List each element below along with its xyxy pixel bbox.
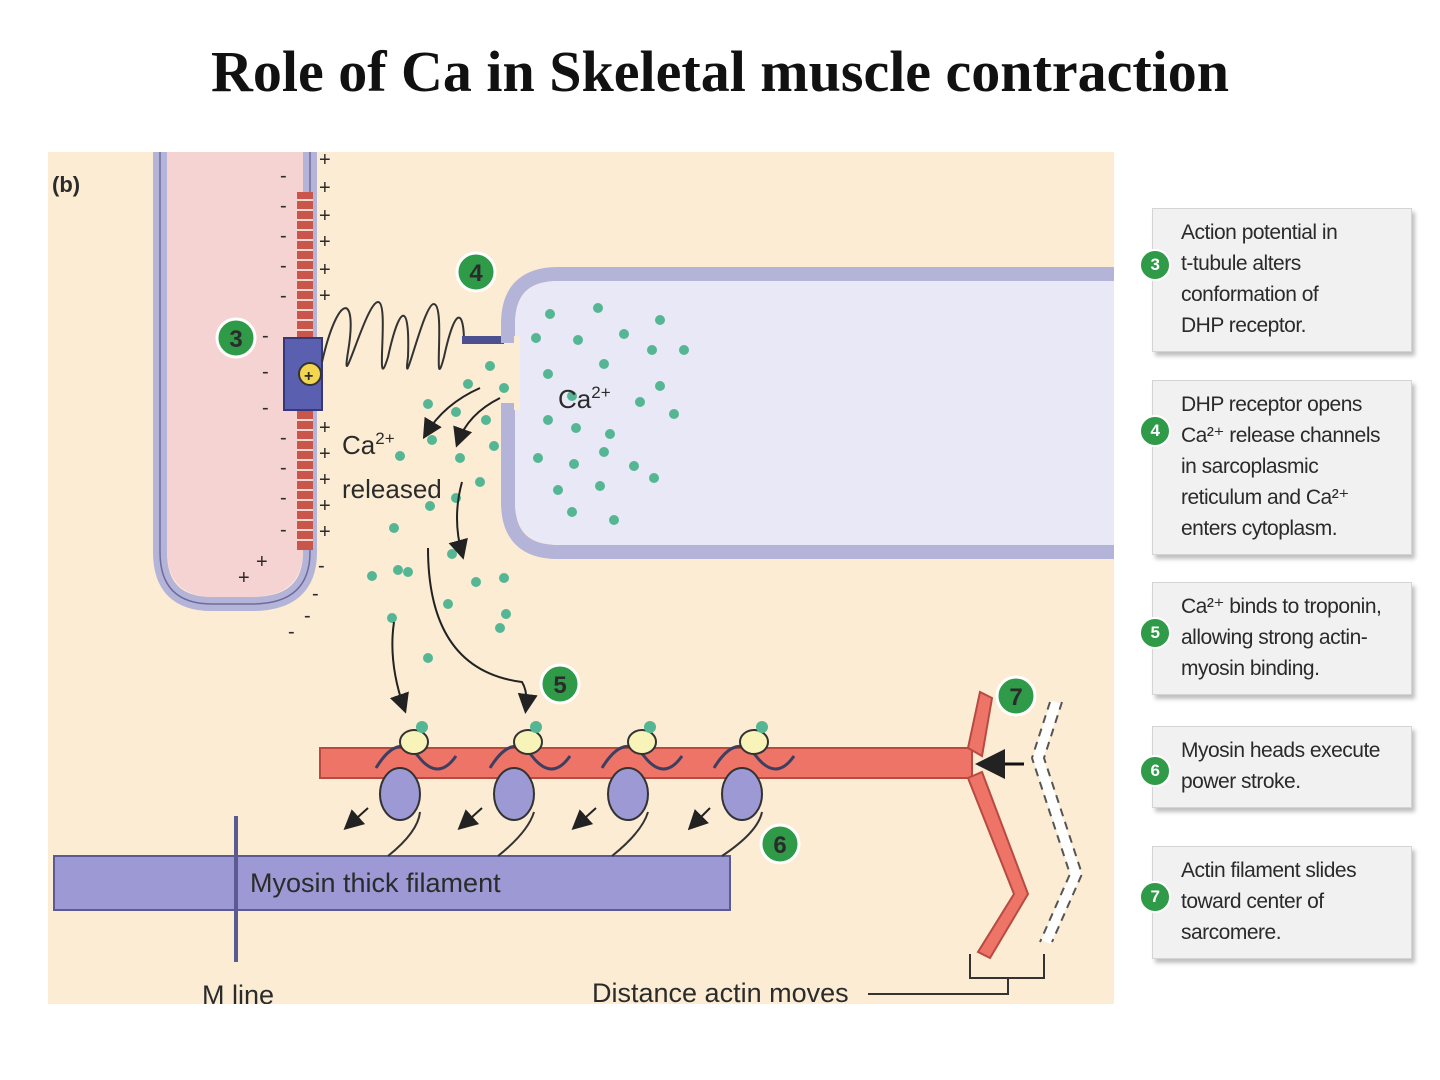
svg-text:+: + [319, 177, 331, 199]
svg-text:5: 5 [553, 672, 566, 699]
receptor-coupling-spring [321, 300, 500, 370]
step-text-line: enters cytoplasm. [1181, 517, 1338, 540]
step-marker-6: 6 [759, 823, 801, 865]
panel-label: (b) [52, 172, 80, 197]
step-badge: 5 [1139, 617, 1171, 649]
troponin-complexes [399, 721, 769, 755]
svg-text:-: - [280, 165, 287, 187]
actin-thin-filament [319, 690, 1030, 960]
svg-text:-: - [312, 583, 319, 605]
step-text-line: toward center of [1181, 890, 1324, 913]
step-marker-5: 5 [539, 663, 581, 705]
step-marker-4: 4 [455, 251, 497, 293]
step-box-3: 3 Action potential in t-tubule alters co… [1139, 208, 1412, 352]
svg-text:+: + [319, 259, 331, 281]
step-text-line: Ca²⁺ release channels [1181, 424, 1381, 447]
svg-text:-: - [304, 605, 311, 627]
svg-text:+: + [319, 469, 331, 491]
svg-text:4: 4 [469, 260, 483, 287]
step-badge: 3 [1139, 249, 1171, 281]
step-text-line: Action potential in [1181, 221, 1338, 244]
step-text-line: in sarcoplasmic [1181, 455, 1319, 478]
step-text-line: myosin binding. [1181, 657, 1320, 680]
svg-text:+: + [304, 368, 313, 385]
svg-text:-: - [262, 397, 269, 419]
myosin-heads [379, 767, 763, 857]
m-line-label: M line [202, 980, 274, 1004]
dhp-receptor: + [283, 337, 323, 411]
svg-text:7: 7 [1009, 684, 1022, 711]
power-stroke-arrows [343, 807, 711, 831]
step-text-line: DHP receptor opens [1181, 393, 1362, 416]
svg-text:-: - [262, 361, 269, 383]
svg-text:-: - [280, 487, 287, 509]
svg-text:-: - [280, 457, 287, 479]
sarcoplasmic-reticulum [501, 267, 1114, 559]
svg-text:+: + [256, 551, 268, 573]
distance-label: Distance actin moves [592, 978, 849, 1004]
previous-actin-position [1032, 700, 1082, 945]
svg-text:+: + [319, 231, 331, 253]
svg-text:+: + [319, 495, 331, 517]
svg-text:-: - [318, 555, 325, 577]
svg-text:-: - [280, 195, 287, 217]
step-box-4: 4 DHP receptor opens Ca²⁺ release channe… [1139, 380, 1412, 555]
t-tubule: +++ +++ +++ ++ ++ --- --- --- --- --- - … [153, 152, 331, 643]
step-text-line: reticulum and Ca²⁺ [1181, 486, 1349, 509]
step-text-line: Myosin heads execute [1181, 739, 1380, 762]
svg-text:3: 3 [229, 326, 242, 353]
step-badge: 4 [1139, 415, 1171, 447]
step-text-line: power stroke. [1181, 770, 1301, 793]
svg-text:-: - [280, 285, 287, 307]
svg-text:+: + [319, 521, 331, 543]
svg-text:+: + [319, 285, 331, 307]
step-text-line: DHP receptor. [1181, 314, 1307, 337]
distance-bracket [868, 954, 1045, 995]
step-marker-3: 3 [215, 317, 257, 359]
slide-title: Role of Ca in Skeletal muscle contractio… [210, 39, 1230, 104]
step-text-line: Ca²⁺ binds to troponin, [1181, 595, 1382, 618]
svg-text:-: - [280, 427, 287, 449]
step-text-line: sarcomere. [1181, 921, 1282, 944]
step-box-6: 6 Myosin heads execute power stroke. [1139, 726, 1412, 808]
step-badge: 7 [1139, 881, 1171, 913]
svg-text:-: - [288, 621, 295, 643]
svg-text:6: 6 [773, 832, 786, 859]
diagram-figure: (b) + + + + + + + + + + + + [48, 152, 1114, 1004]
diagram-svg: (b) + + + + + + + + + + + + [52, 152, 1114, 1004]
svg-text:+: + [238, 567, 250, 589]
calcium-ions [367, 303, 689, 663]
svg-text:-: - [280, 255, 287, 277]
step-text-line: conformation of [1181, 283, 1319, 306]
step-marker-7: 7 [995, 675, 1037, 717]
myosin-label: Myosin thick filament [250, 868, 501, 898]
svg-text:-: - [280, 519, 287, 541]
svg-text:+: + [319, 205, 331, 227]
step-badge: 6 [1139, 755, 1171, 787]
svg-text:-: - [262, 325, 269, 347]
ca-flow-arrows [389, 387, 538, 714]
ca-released-label: Ca2+ [342, 429, 395, 460]
svg-text:+: + [319, 417, 331, 439]
step-text-line: allowing strong actin- [1181, 626, 1368, 649]
svg-text:+: + [319, 443, 331, 465]
step-box-5: 5 Ca²⁺ binds to troponin, allowing stron… [1139, 582, 1412, 695]
step-text-line: t-tubule alters [1181, 252, 1301, 275]
ca-released-label-2: released [342, 474, 442, 504]
myosin-thick-filament [53, 816, 731, 962]
step-text-line: Actin filament slides [1181, 859, 1357, 882]
tropomyosin [374, 744, 796, 771]
ca-sr-label: Ca2+ [558, 383, 611, 414]
svg-text:-: - [280, 225, 287, 247]
svg-text:+: + [319, 152, 331, 171]
step-box-7: 7 Actin filament slides toward center of… [1139, 846, 1412, 959]
